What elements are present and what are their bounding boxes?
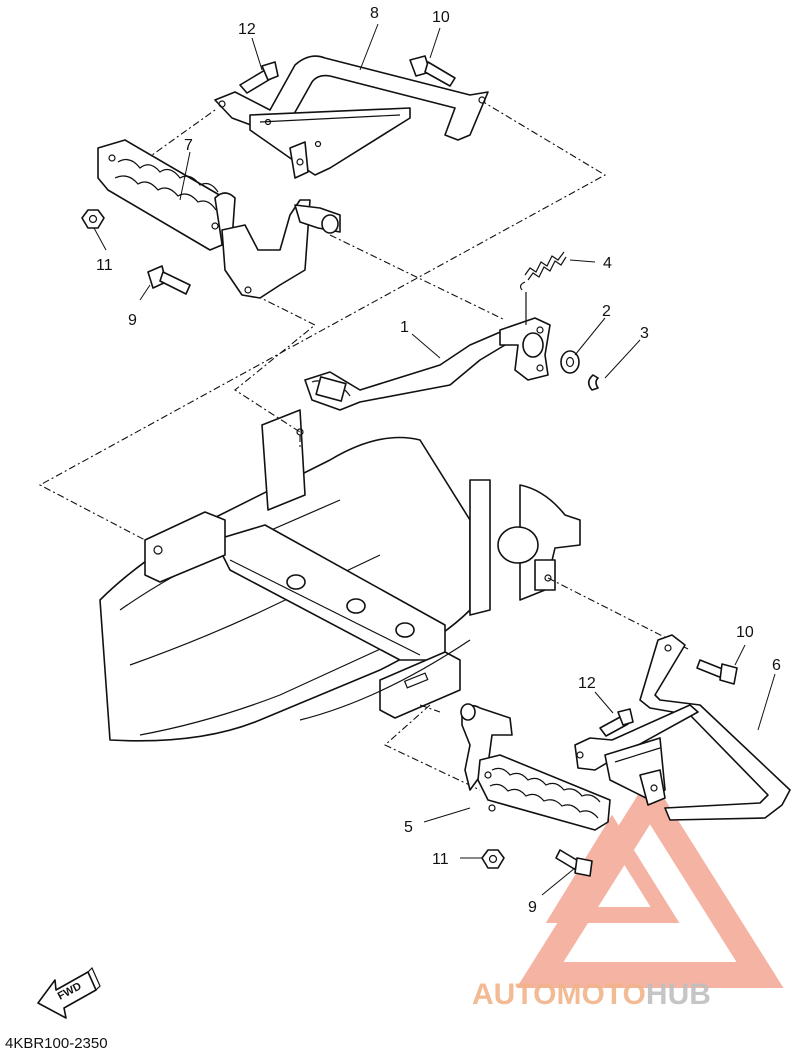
washer-2 — [560, 350, 580, 374]
callout-10-lower: 10 — [736, 624, 754, 641]
callout-12-upper: 12 — [238, 21, 256, 38]
bolt-10-upper — [409, 55, 456, 87]
bolt-12-lower — [599, 708, 634, 737]
bolt-10-lower — [696, 659, 738, 685]
brake-pedal — [304, 317, 551, 411]
callout-2: 2 — [602, 303, 611, 320]
callout-11-upper: 11 — [96, 257, 113, 274]
watermark-text-part2: HUB — [646, 978, 711, 1011]
watermark-text-part1: AUTOMOTO — [472, 978, 646, 1011]
step-bar-upper — [214, 55, 489, 179]
footrest-right — [460, 703, 611, 831]
step-bar-lower — [574, 634, 791, 821]
leader-lines — [93, 23, 776, 896]
nut-11-lower — [481, 849, 505, 869]
bolt-12-upper — [239, 61, 279, 94]
callout-6: 6 — [772, 657, 781, 674]
callout-10-upper: 10 — [432, 9, 450, 26]
spring-4 — [519, 251, 567, 325]
callout-7: 7 — [184, 137, 193, 154]
callout-9-lower: 9 — [528, 899, 537, 916]
callout-3: 3 — [640, 325, 649, 342]
watermark-logo — [516, 775, 784, 988]
callout-5: 5 — [404, 819, 413, 836]
footrest-left — [97, 139, 341, 299]
fwd-arrow-icon: FWD — [37, 966, 101, 1019]
callout-9-upper: 9 — [128, 312, 137, 329]
bolt-9-upper — [147, 265, 191, 295]
callout-8: 8 — [370, 5, 379, 22]
frame-assembly — [99, 409, 581, 742]
clip-3 — [587, 374, 599, 391]
callout-11-lower: 11 — [432, 851, 449, 868]
callout-12-lower: 12 — [578, 675, 596, 692]
diagram-code: 4KBR100-2350 — [5, 1035, 108, 1052]
watermark-text: AUTOMOTOHUB — [472, 978, 711, 1011]
nut-11-upper — [81, 209, 105, 229]
bolt-9-lower — [555, 849, 593, 877]
callout-4: 4 — [603, 255, 612, 272]
callout-1: 1 — [400, 319, 409, 336]
